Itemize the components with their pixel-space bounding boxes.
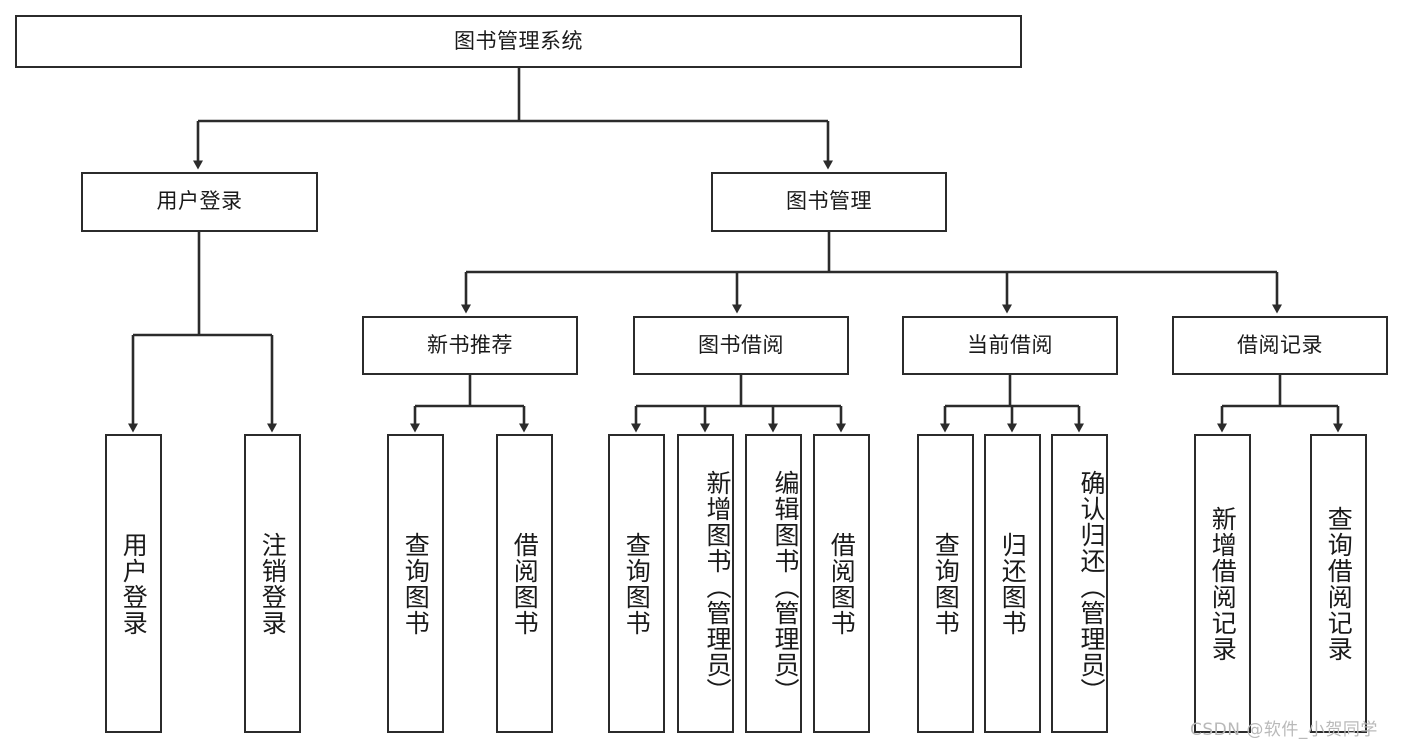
node-user-login[interactable]: 用户登录: [81, 172, 318, 232]
node-label: 新增图书（管理员）: [703, 469, 732, 704]
node-leaf-borrow-book-1[interactable]: 借阅图书: [496, 434, 553, 733]
node-label: 查询图书: [622, 531, 652, 636]
node-new-book-recommend[interactable]: 新书推荐: [362, 316, 578, 375]
node-label: 新增借阅记录: [1208, 505, 1238, 662]
node-leaf-user-login[interactable]: 用户登录: [105, 434, 162, 733]
node-leaf-query-book-1[interactable]: 查询图书: [387, 434, 444, 733]
node-leaf-return-book[interactable]: 归还图书: [984, 434, 1041, 733]
node-label: 图书管理: [786, 189, 872, 214]
node-book-borrow[interactable]: 图书借阅: [633, 316, 849, 375]
node-leaf-add-record[interactable]: 新增借阅记录: [1194, 434, 1251, 733]
node-leaf-query-book-2[interactable]: 查询图书: [608, 434, 665, 733]
node-leaf-add-book[interactable]: 新增图书（管理员）: [677, 434, 734, 733]
node-label: 新书推荐: [427, 332, 513, 357]
node-current-borrow[interactable]: 当前借阅: [902, 316, 1118, 375]
node-leaf-edit-book[interactable]: 编辑图书（管理员）: [745, 434, 802, 733]
node-label: 借阅记录: [1237, 332, 1323, 357]
node-label: 注销登录: [258, 531, 288, 636]
node-label: 确认归还（管理员）: [1077, 469, 1106, 704]
node-label: 用户登录: [156, 189, 243, 214]
node-label: 图书管理系统: [454, 28, 583, 53]
node-leaf-query-record[interactable]: 查询借阅记录: [1310, 434, 1367, 733]
csdn-watermark: CSDN @软件_小贺同学: [1190, 720, 1378, 740]
node-borrow-record[interactable]: 借阅记录: [1172, 316, 1388, 375]
node-leaf-user-logout[interactable]: 注销登录: [244, 434, 301, 733]
node-label: 归还图书: [998, 531, 1028, 636]
node-label: 图书借阅: [698, 332, 784, 357]
node-label: 查询图书: [401, 531, 431, 636]
node-leaf-borrow-book-2[interactable]: 借阅图书: [813, 434, 870, 733]
node-label: 借阅图书: [827, 531, 857, 636]
node-label: 当前借阅: [967, 332, 1053, 357]
node-label: 用户登录: [119, 531, 149, 636]
node-label: 编辑图书（管理员）: [771, 469, 800, 704]
node-label: 借阅图书: [510, 531, 540, 636]
node-leaf-query-book-3[interactable]: 查询图书: [917, 434, 974, 733]
node-book-management[interactable]: 图书管理: [711, 172, 947, 232]
node-leaf-confirm-return[interactable]: 确认归还（管理员）: [1051, 434, 1108, 733]
node-label: 查询借阅记录: [1324, 505, 1354, 662]
node-book-management-system[interactable]: 图书管理系统: [15, 15, 1022, 68]
node-label: 查询图书: [931, 531, 961, 636]
